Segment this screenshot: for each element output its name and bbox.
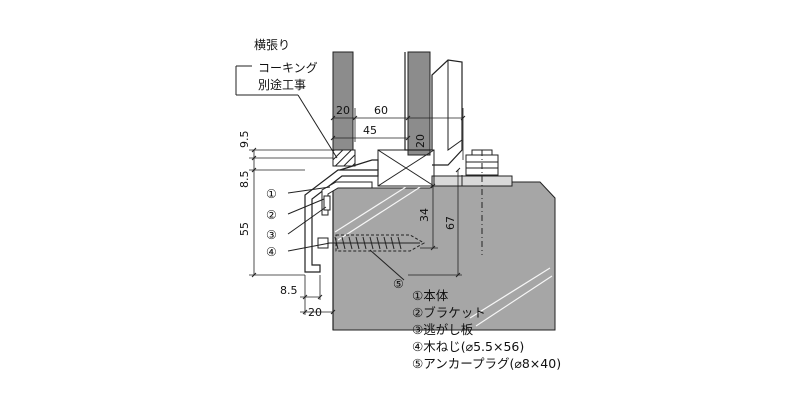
callout-4: ④ <box>266 245 277 259</box>
callout-3: ③ <box>266 228 277 242</box>
dim-20-top: 20 <box>336 104 350 117</box>
note-caulking: コーキング <box>258 61 318 75</box>
dim-8-5-bottom: 8.5 <box>280 284 298 297</box>
main-body-profile <box>304 169 379 273</box>
legend-item-2: ②ブラケット <box>412 305 486 320</box>
legend-item-1: ①本体 <box>412 288 449 303</box>
dim-20-vert: 20 <box>414 134 427 148</box>
relief-plate <box>323 195 331 211</box>
panel-right-frame-inner <box>431 60 463 151</box>
wood-screw <box>317 236 420 250</box>
dim-20-bottom: 20 <box>308 306 322 319</box>
note-yokobari: 横張り <box>254 38 290 52</box>
dim-9-5: 9.5 <box>238 131 251 149</box>
dim-67: 67 <box>444 216 457 230</box>
leader-lines <box>235 65 405 281</box>
legend-item-5: ⑤アンカープラグ(⌀8×40) <box>412 356 561 371</box>
callout-2: ② <box>266 208 277 222</box>
anchor-plug <box>335 234 426 252</box>
callout-5: ⑤ <box>393 277 404 291</box>
callout-1: ① <box>266 187 277 201</box>
dim-8-5-left: 8.5 <box>238 171 251 189</box>
concrete-texture <box>334 177 553 327</box>
dim-45: 45 <box>363 124 377 137</box>
panel-right <box>407 51 431 156</box>
caulking-sealant <box>332 149 356 167</box>
note-separate-work: 別途工事 <box>258 77 306 92</box>
legend-item-4: ④木ねじ(⌀5.5×56) <box>412 339 524 354</box>
dim-60: 60 <box>374 104 388 117</box>
cross-box <box>377 149 435 187</box>
dim-55: 55 <box>238 222 251 236</box>
legend-item-3: ③逃がし板 <box>412 322 474 337</box>
dim-34: 34 <box>418 208 431 222</box>
dimension-ticks <box>251 115 466 315</box>
bracket-plate <box>431 175 513 187</box>
main-body-top-lip <box>339 159 379 171</box>
